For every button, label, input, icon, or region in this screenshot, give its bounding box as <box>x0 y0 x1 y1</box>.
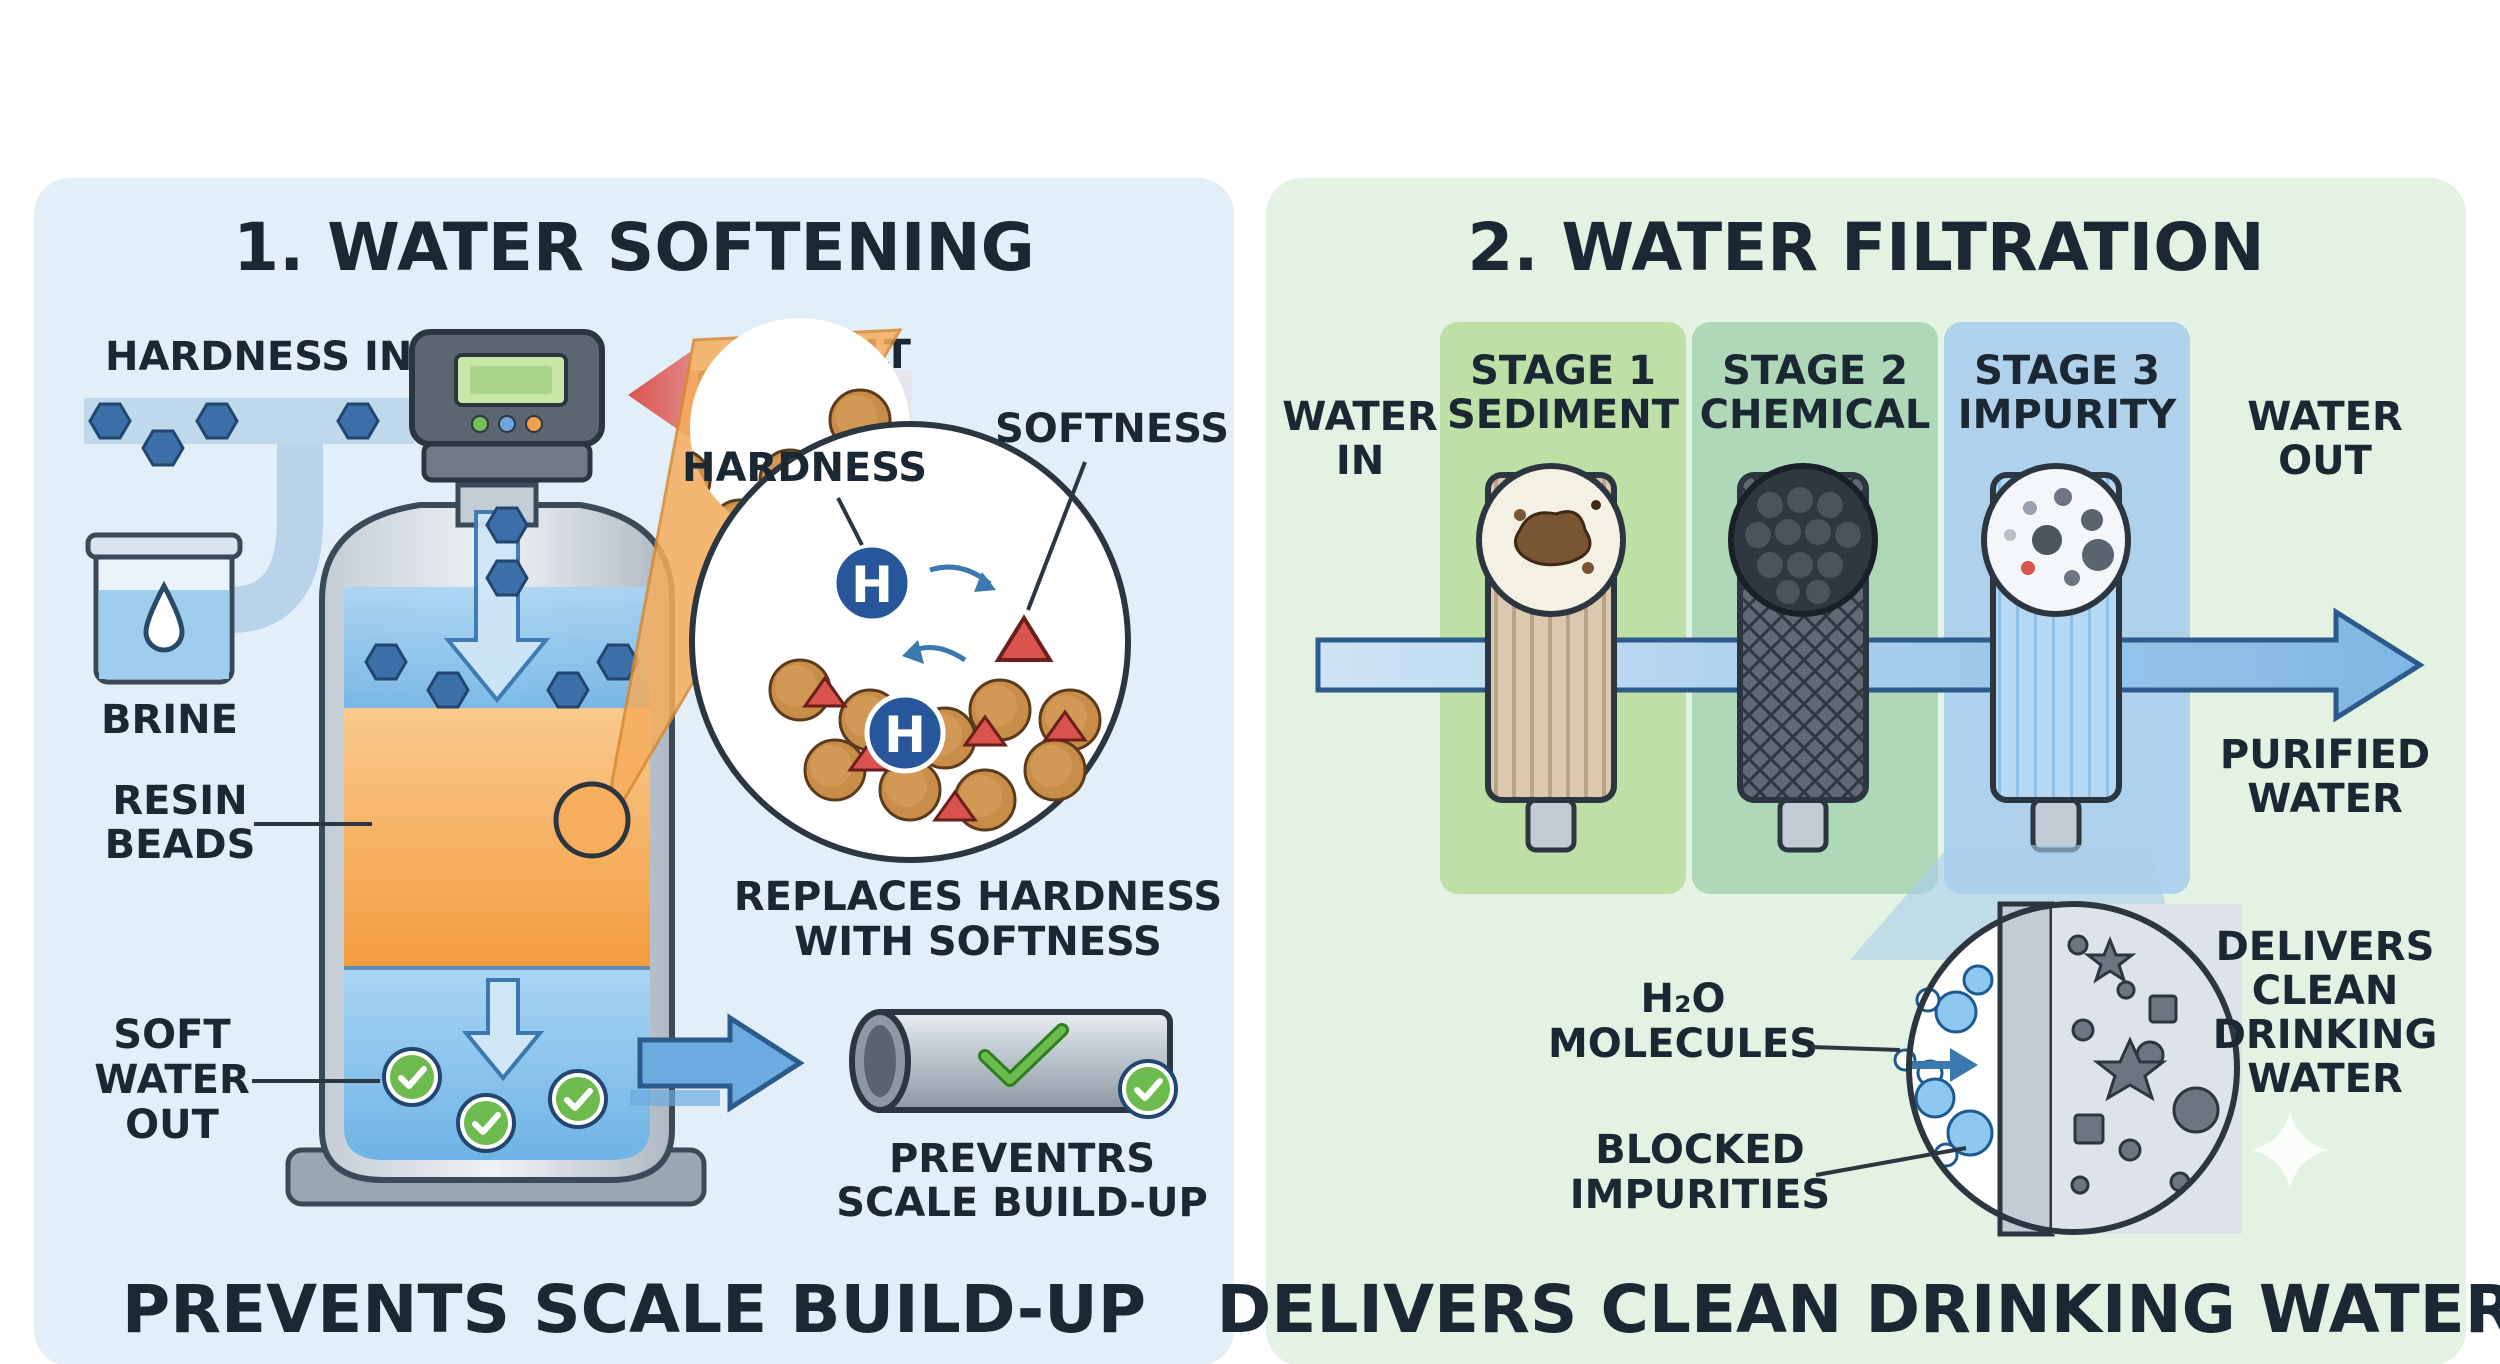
impurity-filter <box>1981 463 2131 853</box>
membrane-detail <box>1893 901 2242 1237</box>
hardness-in-label: HARDNESS IN <box>105 334 412 380</box>
hardness-ion-icon <box>831 542 913 624</box>
chemical-filter <box>1728 463 1878 853</box>
stage-3-line2: IMPURITY <box>1958 392 2177 438</box>
water-out-line2: OUT <box>2278 438 2372 484</box>
water-in-line2: IN <box>1336 438 1384 484</box>
softening-footer: PREVENTS SCALE BUILD-UP <box>122 1271 1146 1348</box>
replaces-label-line2: WITH SOFTNESS <box>794 919 1162 965</box>
hardness-leader-line <box>836 497 864 546</box>
resin-label-line2: BEADS <box>105 822 256 868</box>
soft-water-label-line1: SOFT <box>113 1012 231 1058</box>
purified-line2: WATER <box>2247 776 2403 822</box>
magnifier-origin <box>553 781 631 859</box>
stage-3-line1: STAGE 3 <box>1974 348 2160 394</box>
purified-line1: PURIFIED <box>2220 732 2430 778</box>
exchanged-ion-icon <box>864 692 946 774</box>
delivers-line2: CLEAN <box>2252 968 2399 1014</box>
water-drop-icon <box>143 580 185 653</box>
h2o-label: H₂O <box>1641 976 1726 1022</box>
softening-title: 1. WATER SOFTENING <box>233 209 1035 286</box>
delivers-line4: WATER <box>2247 1056 2403 1102</box>
delivers-line3: DRINKING <box>2213 1012 2438 1058</box>
pipe-label-line1: PREVENTRS <box>889 1136 1155 1182</box>
filtration-footer: DELIVERS CLEAN DRINKING WATER <box>1216 1271 2500 1348</box>
ion-exchange-detail: H H <box>689 421 1131 863</box>
softness-ion-icon <box>994 614 1054 662</box>
softener-tank <box>285 482 707 1207</box>
resin-label-line1: RESIN <box>112 778 247 824</box>
delivers-line1: DELIVERS <box>2216 924 2435 970</box>
sediment-filter <box>1476 463 1626 853</box>
water-in-line1: WATER <box>1282 394 1438 440</box>
hardness-ion-symbol: H <box>851 556 893 614</box>
pipe-label-line2: SCALE BUILD-UP <box>836 1180 1208 1226</box>
stage-2-line1: STAGE 2 <box>1722 348 1908 394</box>
replaces-label-line1: REPLACES HARDNESS <box>734 874 1222 920</box>
water-out-line1: WATER <box>2247 394 2403 440</box>
hardness-label: HARDNESS <box>682 445 927 491</box>
soft-water-label-line2: WATER <box>94 1057 250 1103</box>
filtration-title: 2. WATER FILTRATION <box>1467 209 2264 286</box>
blocked-label-line1: BLOCKED <box>1595 1127 1804 1173</box>
outflow-arrow-icon <box>637 1013 805 1113</box>
stage-1-line2: SEDIMENT <box>1447 392 1680 438</box>
stage-1-line1: STAGE 1 <box>1470 348 1656 394</box>
scale-free-pipe <box>849 1009 1173 1113</box>
molecules-label: MOLECULES <box>1548 1021 1818 1067</box>
brine-label: BRINE <box>101 697 238 743</box>
sparkle-icon <box>2252 1112 2328 1188</box>
stage-2-line2: CHEMICAL <box>1700 392 1931 438</box>
softness-leader-line <box>1026 461 1087 611</box>
protected-check-icon <box>1120 1061 1176 1117</box>
softness-label: SOFTNESS <box>995 406 1229 452</box>
control-valve-head <box>409 329 605 483</box>
soft-water-label-line3: OUT <box>125 1102 219 1148</box>
flow-down-arrow-icon <box>461 978 545 1082</box>
exchanged-ion-symbol: H <box>884 706 926 764</box>
blocked-label-line2: IMPURITIES <box>1570 1172 1830 1218</box>
brine-tank <box>85 532 243 685</box>
